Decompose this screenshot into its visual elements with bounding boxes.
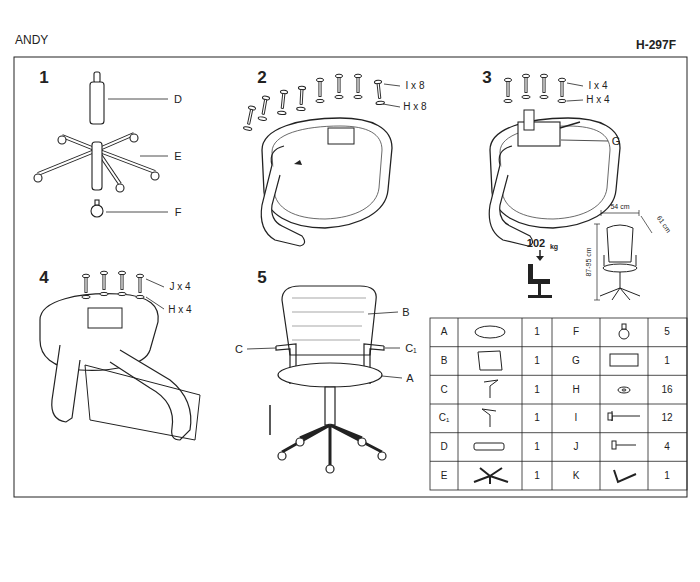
table-cell: 1 <box>534 385 540 395</box>
quantity-label: H x 4 <box>586 95 609 105</box>
table-cell: F <box>573 327 579 337</box>
table-cell: 1 <box>534 471 540 481</box>
table-cell: 1 <box>534 327 540 337</box>
dimension: 61 cm <box>656 214 673 234</box>
load-unit: kg <box>550 243 558 250</box>
part-letter: C₁ <box>405 343 417 354</box>
table-cell: C <box>440 385 447 395</box>
step-number: 4 <box>39 269 48 286</box>
quantity-label: I x 8 <box>406 81 425 91</box>
load-icon <box>528 250 552 298</box>
table-cell: E <box>441 471 448 481</box>
table-cell: 1 <box>664 471 670 481</box>
part-letter: F <box>175 207 182 218</box>
table-cell: D <box>440 442 447 452</box>
table-cell: 1 <box>534 442 540 452</box>
part-letter: A <box>406 373 413 384</box>
table-cell: C₁ <box>439 413 450 423</box>
part-icons <box>474 324 640 484</box>
table-cell: H <box>572 385 579 395</box>
table-cell: 1 <box>534 356 540 366</box>
part-letter: D <box>174 94 182 105</box>
part-letter: C <box>235 344 243 355</box>
step-3-mechanism <box>489 74 620 246</box>
step-number: 5 <box>257 269 266 286</box>
dimension: 54 cm <box>610 203 629 210</box>
table-cell: 5 <box>664 327 670 337</box>
product-code: H-297F <box>636 39 676 51</box>
table-cell: 4 <box>664 442 670 452</box>
part-letter: G <box>612 136 621 147</box>
table-cell: 12 <box>661 413 672 423</box>
quantity-label: H x 8 <box>403 102 426 112</box>
parts-table <box>430 318 687 490</box>
dimension-chair <box>594 210 652 300</box>
table-cell: G <box>572 356 580 366</box>
table-cell: A <box>441 327 448 337</box>
table-cell: 1 <box>534 413 540 423</box>
quantity-label: J x 4 <box>169 282 190 292</box>
part-letter: E <box>174 151 181 162</box>
table-cell: J <box>574 442 579 452</box>
step-1-parts <box>34 72 168 217</box>
step-2-seat <box>243 74 400 246</box>
table-cell: I <box>575 413 578 423</box>
table-cell: 1 <box>664 356 670 366</box>
table-cell: 16 <box>661 385 672 395</box>
step-number: 2 <box>257 69 266 86</box>
step-number: 3 <box>482 69 491 86</box>
part-letter: B <box>402 307 409 318</box>
step-4-back <box>40 271 200 440</box>
step-5-chair <box>247 286 402 473</box>
product-name: ANDY <box>15 34 48 46</box>
dimension: 87-95 cm <box>585 247 592 276</box>
frame <box>14 57 687 497</box>
quantity-label: H x 4 <box>168 305 191 315</box>
step-number: 1 <box>39 69 48 86</box>
table-cell: B <box>441 356 448 366</box>
table-cell: K <box>573 471 580 481</box>
quantity-label: I x 4 <box>589 81 608 91</box>
load-value: 102 <box>527 238 545 249</box>
